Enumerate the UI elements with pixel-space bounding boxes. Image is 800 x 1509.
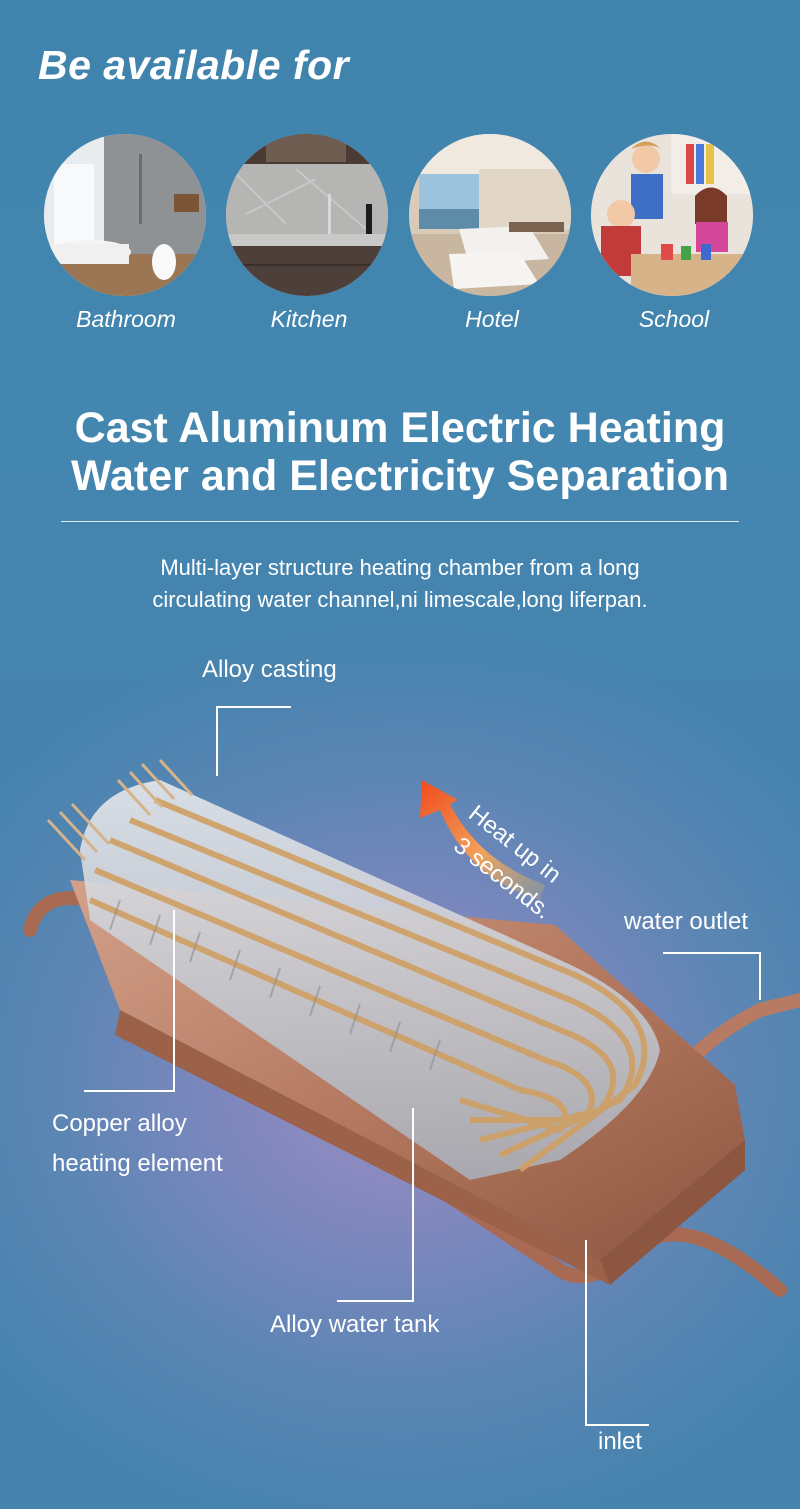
label-alloy-tank: Alloy water tank <box>270 1311 440 1338</box>
app-label-kitchen: Kitchen <box>270 306 348 332</box>
headline-line2: Water and Electricity Separation <box>71 452 729 500</box>
school-image <box>591 134 753 296</box>
leader-inlet-v <box>585 1240 587 1426</box>
label-inlet: inlet <box>598 1428 643 1455</box>
heat-arrow-icon <box>420 780 545 900</box>
leader-copper-v <box>173 910 175 1092</box>
leader-tank-h <box>337 1300 414 1302</box>
water-outlet-pipe <box>683 993 800 1067</box>
hotel-image <box>409 134 571 296</box>
description-line1: Multi-layer structure heating chamber fr… <box>160 555 640 580</box>
headline-line1: Cast Aluminum Electric Heating <box>74 404 726 452</box>
label-copper-line1: Copper alloy <box>52 1110 187 1137</box>
leader-inlet-h <box>585 1424 649 1426</box>
divider <box>61 521 739 522</box>
description-line2: circulating water channel,ni limescale,l… <box>152 587 648 612</box>
app-label-school: School <box>638 306 710 332</box>
bathroom-image <box>44 134 206 296</box>
label-copper-line2: heating element <box>52 1150 223 1177</box>
glass-chamber <box>80 780 660 1180</box>
kitchen-image <box>226 134 388 296</box>
section-title: Be available for <box>38 42 350 88</box>
leader-water-outlet-v <box>759 952 761 1000</box>
leader-alloy-casting-v <box>216 706 218 776</box>
label-alloy-casting: Alloy casting <box>202 656 337 683</box>
bathroom-photo-icon <box>44 134 206 296</box>
heating-coils <box>88 797 648 1173</box>
top-background <box>0 0 800 720</box>
hotel-photo-icon <box>409 134 571 296</box>
label-water-outlet: water outlet <box>624 908 749 935</box>
leader-water-outlet-h <box>663 952 761 954</box>
terminal-pins <box>46 758 194 862</box>
leader-tank-v <box>412 1108 414 1302</box>
leader-alloy-casting-h <box>216 706 291 708</box>
app-label-hotel: Hotel <box>465 306 519 332</box>
kitchen-photo-icon <box>226 134 388 296</box>
heater-diagram <box>23 758 800 1297</box>
leader-copper-h <box>84 1090 175 1092</box>
app-label-bathroom: Bathroom <box>76 306 176 332</box>
school-photo-icon <box>591 134 753 296</box>
